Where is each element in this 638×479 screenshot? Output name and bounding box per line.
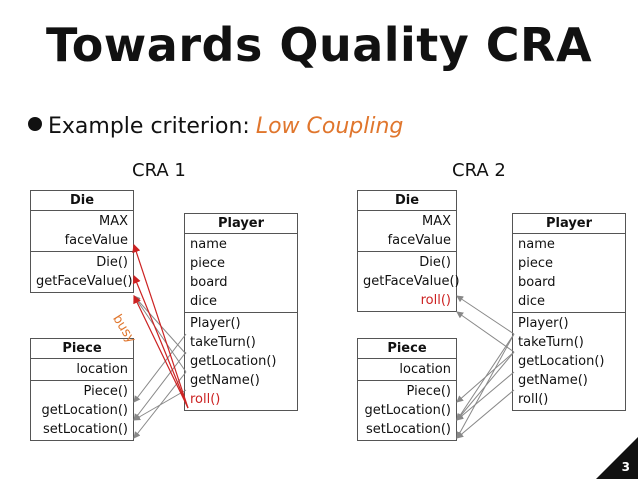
class-attributes: location — [358, 359, 456, 381]
attribute-dice: dice — [190, 294, 218, 309]
attribute-board: board — [190, 275, 228, 290]
class-methods: Die() getFaceValue() — [31, 252, 133, 292]
attribute-dice: dice — [518, 294, 546, 309]
method-piece: Piece() — [406, 384, 451, 399]
method-player: Player() — [190, 316, 241, 331]
class-name: Player — [513, 214, 625, 234]
criterion-label: Example criterion: — [48, 114, 250, 139]
class-name: Piece — [358, 339, 456, 359]
page-badge — [596, 437, 638, 479]
attribute-facevalue: faceValue — [387, 233, 451, 248]
cra2-die-class: Die MAX faceValue Die() getFaceValue() r… — [357, 190, 460, 312]
arrow-cra2-5 — [456, 333, 515, 439]
method-piece: Piece() — [83, 384, 128, 399]
class-name: Die — [358, 191, 456, 211]
cra1-label: CRA 1 — [132, 160, 186, 181]
method-getlocation: getLocation() — [364, 403, 451, 418]
class-attributes: MAX faceValue — [31, 211, 133, 252]
attribute-max: MAX — [421, 214, 451, 229]
arrow-cra2-8 — [456, 333, 515, 421]
class-methods: Die() getFaceValue() roll() — [358, 252, 460, 311]
page-number: 3 — [621, 460, 630, 474]
arrow-cra1-6 — [133, 295, 187, 373]
bullet-dot-icon — [28, 117, 42, 131]
class-methods: Piece() getLocation() setLocation() — [31, 381, 133, 440]
method-roll: roll() — [518, 392, 549, 407]
arrow-cra2-1 — [456, 295, 515, 335]
attribute-location: location — [76, 362, 128, 377]
arrow-cra1-roll-3 — [133, 294, 189, 409]
cra2-piece-class: Piece location Piece() getLocation() set… — [357, 338, 457, 441]
attribute-max: MAX — [98, 214, 128, 229]
arrow-cra2-7 — [456, 389, 515, 439]
method-player: Player() — [518, 316, 569, 331]
class-methods: Piece() getLocation() setLocation() — [358, 381, 456, 440]
attribute-piece: piece — [518, 256, 554, 271]
class-name: Piece — [31, 339, 133, 359]
arrow-cra2-6 — [456, 371, 515, 421]
arrow-cra1-roll-1 — [132, 243, 189, 409]
class-attributes: location — [31, 359, 133, 381]
method-getfacevalue: getFaceValue() — [36, 274, 133, 289]
method-taketurn: takeTurn() — [190, 335, 256, 350]
attribute-name: name — [190, 237, 227, 252]
attribute-name: name — [518, 237, 555, 252]
class-name: Player — [185, 214, 297, 234]
method-roll: roll() — [420, 293, 451, 308]
arrow-cra2-2 — [456, 311, 515, 353]
cra1-piece-class: Piece location Piece() getLocation() set… — [30, 338, 134, 441]
class-attributes: name piece board dice — [185, 234, 297, 313]
attribute-piece: piece — [190, 256, 226, 271]
arrow-cra1-roll-2 — [132, 274, 189, 409]
method-taketurn: takeTurn() — [518, 335, 584, 350]
cra1-player-class: Player name piece board dice Player() ta… — [184, 213, 298, 411]
attribute-location: location — [399, 362, 451, 377]
arrow-cra1-2 — [133, 351, 187, 421]
method-getlocation: getLocation() — [41, 403, 128, 418]
method-die: Die() — [419, 255, 451, 270]
class-methods: Player() takeTurn() getLocation() getNam… — [185, 313, 297, 410]
method-setlocation: setLocation() — [43, 422, 128, 437]
slide-title: Towards Quality CRA — [45, 18, 593, 72]
attribute-board: board — [518, 275, 556, 290]
method-roll: roll() — [190, 392, 221, 407]
attribute-facevalue: faceValue — [64, 233, 128, 248]
class-name: Die — [31, 191, 133, 211]
method-getname: getName() — [190, 373, 260, 388]
class-attributes: name piece board dice — [513, 234, 625, 313]
method-getlocation: getLocation() — [190, 354, 277, 369]
cra2-player-class: Player name piece board dice Player() ta… — [512, 213, 626, 411]
arrow-cra1-1 — [133, 333, 187, 403]
method-getfacevalue: getFaceValue() — [363, 274, 460, 289]
cra1-die-class: Die MAX faceValue Die() getFaceValue() — [30, 190, 134, 293]
method-getlocation: getLocation() — [518, 354, 605, 369]
cra2-label: CRA 2 — [452, 160, 506, 181]
criterion-value: Low Coupling — [255, 114, 404, 139]
method-setlocation: setLocation() — [366, 422, 451, 437]
arrow-cra1-4 — [133, 389, 187, 421]
bullet-criterion: Example criterion: Low Coupling — [28, 114, 403, 139]
class-methods: Player() takeTurn() getLocation() getNam… — [513, 313, 625, 410]
method-getname: getName() — [518, 373, 588, 388]
class-attributes: MAX faceValue — [358, 211, 456, 252]
method-die: Die() — [96, 255, 128, 270]
